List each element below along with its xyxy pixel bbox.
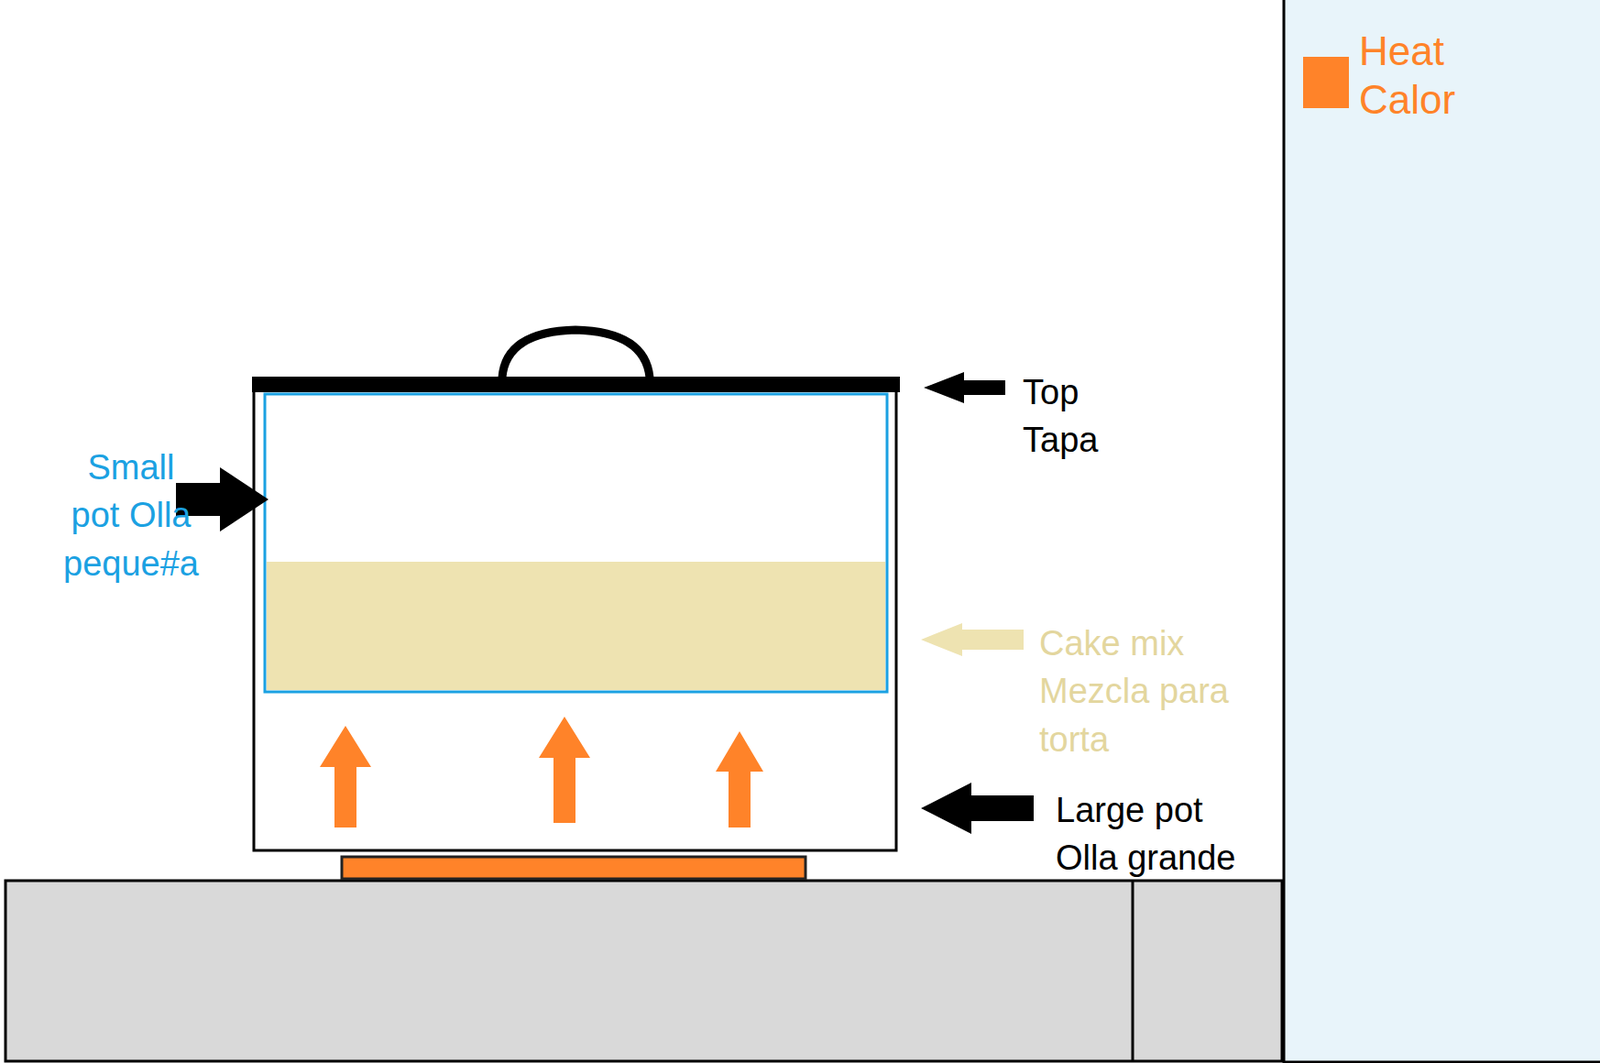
heat-arrow (319, 725, 372, 828)
callout-arrow (920, 623, 1024, 657)
lid (252, 376, 900, 393)
legend-text: Heat Calor (1358, 27, 1460, 125)
callout-label: Small pot Olla peque#a (61, 443, 201, 588)
counter-divider (1131, 880, 1135, 1062)
legend-swatch (1303, 56, 1349, 109)
callout-arrow (920, 782, 1034, 834)
callout-label: Cake mix Mezcla para torta (1039, 619, 1233, 764)
callout-label: Top Tapa (1022, 368, 1103, 465)
callout-label: Large pot Olla grande (1055, 786, 1240, 883)
burner (341, 856, 806, 879)
heat-arrow (715, 731, 764, 828)
heat-arrow (538, 716, 591, 823)
lid-handle (502, 329, 650, 378)
side-panel (1283, 0, 1600, 1063)
cake-mix (266, 561, 886, 691)
large-pot (253, 383, 897, 851)
counter (5, 880, 1283, 1062)
callout-arrow (923, 372, 1006, 404)
small-pot (264, 394, 888, 692)
